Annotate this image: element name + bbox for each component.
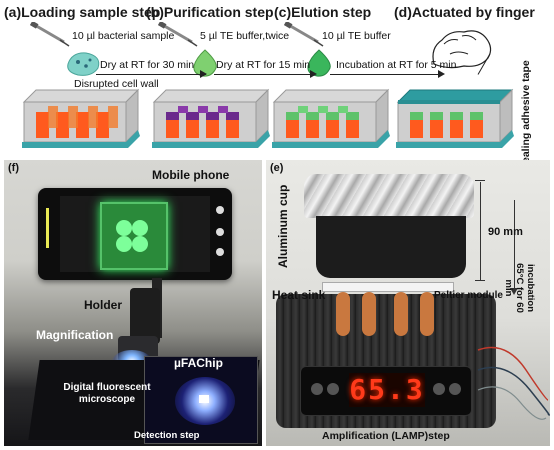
step-d-title: (d)Actuated by finger [394,4,535,20]
aluminum-cup-label: Aluminum cup [276,184,290,268]
chip-c [272,88,390,148]
chip-d [396,88,514,148]
microscope-label: Digital fluorescent microscope [63,382,151,405]
height-label: 90 mm [488,226,523,238]
pipette-icon [284,22,324,47]
incubation-arrow [514,200,515,292]
arrow-b [214,74,314,75]
mobile-phone-label: Mobile phone [152,168,230,182]
arrow-c [330,74,442,75]
step-a-reagent: 10 µl bacterial sample [72,30,175,42]
pipette-icon [158,22,198,47]
step-b-title: (b)Purification step [146,4,274,20]
height-marker [480,182,481,280]
step-c-reagent: 10 µl TE buffer [322,30,391,42]
temperature-display: 65.3 [349,373,425,407]
peltier-plate [322,282,454,292]
temperature-controller: 65.3 [300,366,472,416]
detection-step-label: Detection step [134,430,200,441]
fluorescent-chip-image [100,202,168,270]
panel-f-tag: (f) [8,162,19,174]
step-b-condition: Dry at RT for 15 min [216,59,311,71]
magnification-label: Magnification [36,328,114,342]
holder-label: Holder [84,298,123,312]
finger-icon [432,30,492,69]
step-c-title: (c)Elution step [274,4,372,20]
aluminum-foil [304,174,474,218]
step-c-condition: Incubation at RT for 5 min [336,59,457,71]
arrow-a [96,74,206,75]
panel-e-photo: 65.3 (e) Aluminum cup 90 mm Heat sink Pe… [266,160,550,446]
peltier-label: Peltier module [434,290,503,301]
incubation-label: incubation 65°C for 60 min [503,263,536,313]
buffer-droplet-icon [307,49,331,77]
sealing-tape-label: Sealing adhesive tape [520,60,532,170]
panel-f-photo: (f) Mobile phone Holder Magnification µF… [4,160,262,446]
microscope-body [130,288,160,344]
amplification-label: Amplification (LAMP)step [322,430,450,442]
foam-insulation [316,216,466,278]
step-a-condition: Dry at RT for 30 min [100,59,195,71]
chip-b [152,88,270,148]
bacterial-droplet-icon [67,52,100,76]
panel-e-tag: (e) [270,162,284,174]
pipette-icon [30,22,70,47]
heat-sink-label: Heat sink [272,288,326,302]
detection-inset [144,356,258,444]
chip-label: µFAChip [174,356,223,370]
mobile-phone [38,188,232,280]
step-a-note: Disrupted cell wall [74,78,159,90]
step-a-title: (a)Loading sample step [4,4,161,20]
step-b-reagent: 5 µl TE buffer,twice [200,30,290,42]
wires [477,346,550,420]
chip-a [22,88,140,148]
